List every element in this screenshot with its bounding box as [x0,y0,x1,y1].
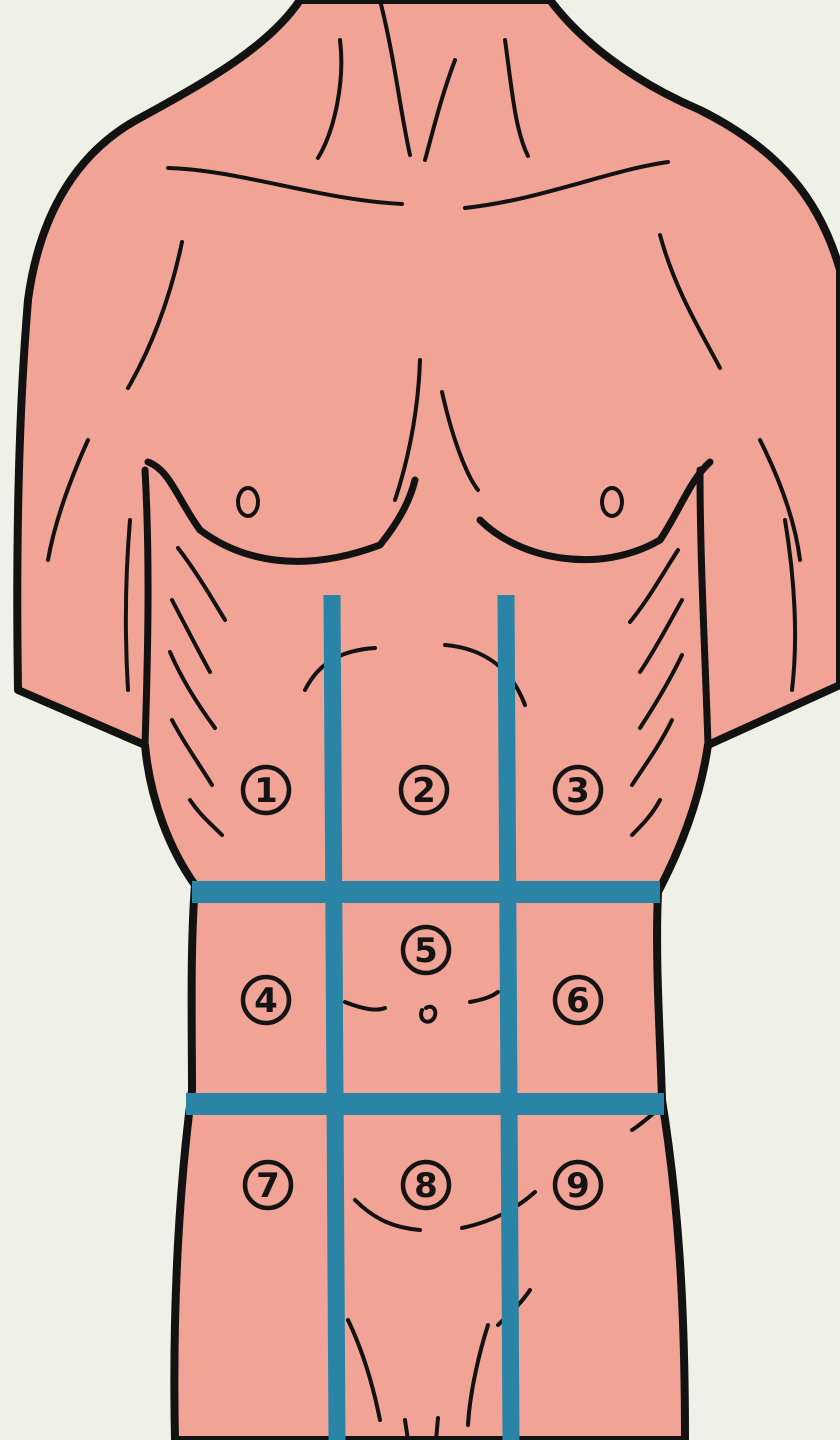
region-number-9: 9 [566,1166,590,1206]
region-number-2: 2 [412,771,436,811]
torso-silhouette [17,0,840,1440]
left-vertical-line [332,595,337,1440]
region-number-3: 3 [566,771,590,811]
region-number-4: 4 [254,981,278,1021]
region-number-6: 6 [566,981,590,1021]
right-vertical-line [506,595,511,1440]
region-number-7: 7 [256,1166,280,1206]
region-number-1: 1 [254,771,278,811]
region-number-5: 5 [414,931,438,971]
region-number-8: 8 [414,1166,438,1206]
